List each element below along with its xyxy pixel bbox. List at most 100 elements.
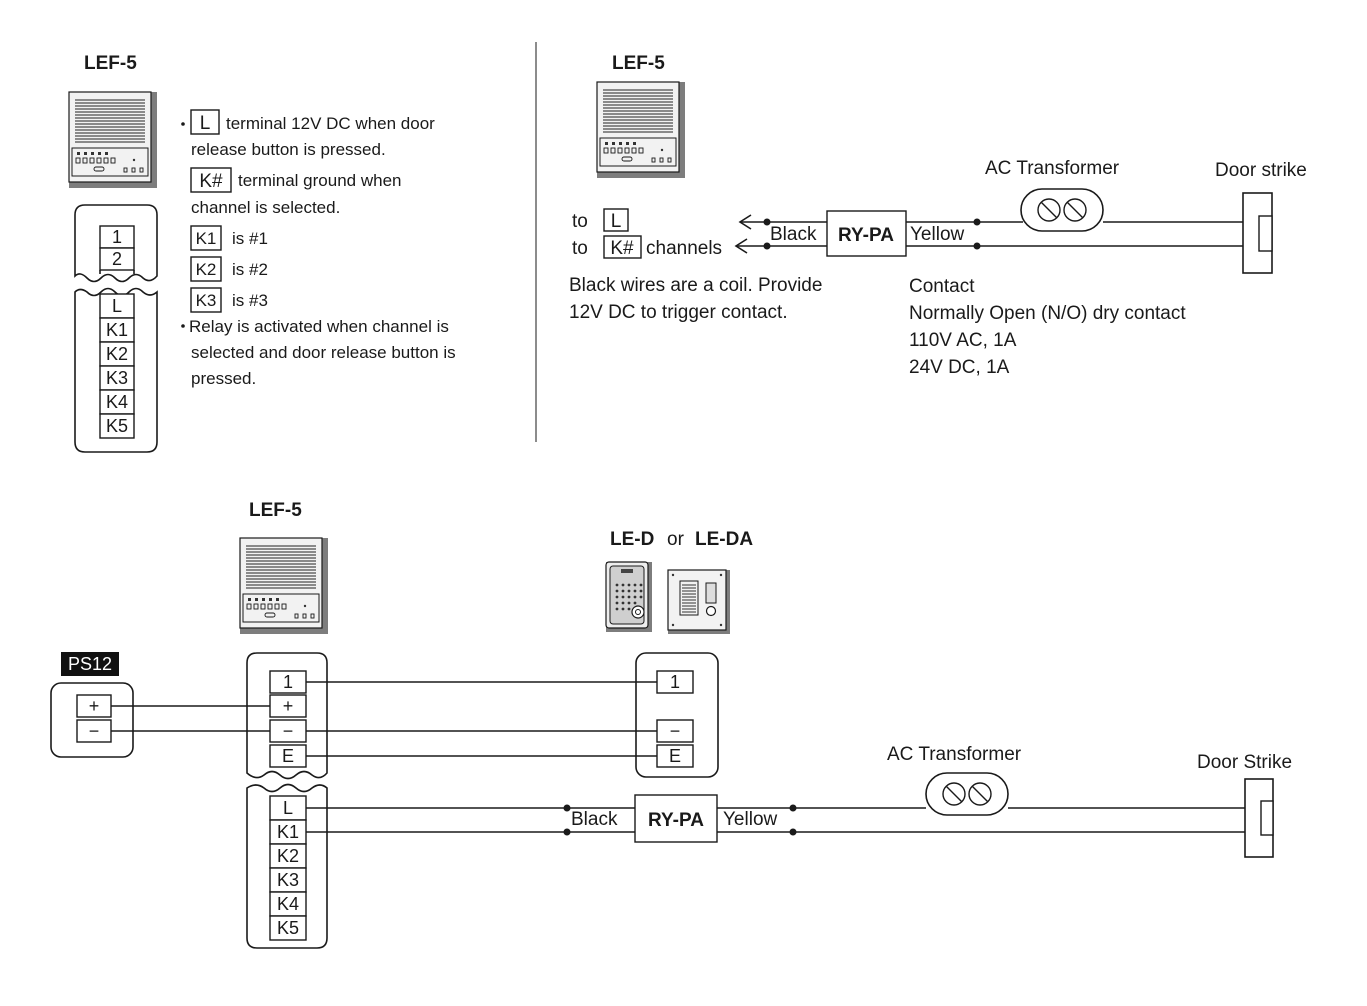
ac-transformer-icon bbox=[925, 772, 1009, 816]
relay-box bbox=[634, 794, 718, 843]
junction-dot bbox=[563, 804, 571, 812]
note-text: is #1 bbox=[232, 229, 268, 248]
terminal-label: K4 bbox=[106, 392, 128, 412]
key-label: L bbox=[200, 113, 211, 134]
lef-terminal-K2 bbox=[269, 843, 307, 869]
ps12-label: PS12 bbox=[68, 654, 112, 674]
door-strike-icon bbox=[1244, 778, 1274, 858]
ac-transformer-icon bbox=[1020, 188, 1104, 232]
relay-label: RY-PA bbox=[838, 225, 894, 246]
key-label: K2 bbox=[196, 260, 217, 279]
key-box-K bbox=[190, 167, 232, 193]
note-text: terminal 12V DC when door bbox=[226, 114, 435, 133]
terminal-block-outline bbox=[246, 652, 328, 780]
to-label: to bbox=[572, 211, 588, 232]
key-box-K1 bbox=[190, 225, 222, 251]
terminal-label: K4 bbox=[277, 894, 299, 914]
terminal-label: K2 bbox=[277, 846, 299, 866]
terminal-L bbox=[99, 293, 135, 319]
terminal-label: − bbox=[670, 721, 681, 741]
door-model-a: LE-D bbox=[610, 529, 654, 550]
terminal-K3 bbox=[99, 365, 135, 391]
terminal-label: K3 bbox=[277, 870, 299, 890]
door-strike-label: Door strike bbox=[1215, 160, 1307, 181]
door-or: or bbox=[667, 529, 685, 550]
terminal-K5 bbox=[99, 413, 135, 439]
terminal-label: K1 bbox=[106, 320, 128, 340]
key-label: K# bbox=[610, 238, 634, 259]
note-text: selected and door release button is bbox=[191, 343, 456, 362]
terminal-K1 bbox=[99, 317, 135, 343]
relay-box bbox=[826, 210, 907, 257]
door-terminal-block bbox=[635, 652, 719, 778]
note-text: channel is selected. bbox=[191, 198, 340, 217]
terminal-2 bbox=[99, 247, 135, 271]
door-station-flush-icon bbox=[667, 569, 730, 634]
lef5-title-top-right: LEF-5 bbox=[612, 53, 665, 74]
key-box-K2 bbox=[190, 256, 222, 282]
bottom-section: LEF-5 LE-D or LE-DA bbox=[50, 500, 1292, 949]
junction-dot bbox=[973, 218, 981, 226]
terminal-label: + bbox=[89, 696, 100, 716]
note-text: is #3 bbox=[232, 291, 268, 310]
arrow-left-icon bbox=[734, 238, 767, 254]
channels-label: channels bbox=[646, 238, 722, 259]
contact-spec: Contact bbox=[909, 276, 975, 297]
terminal-notes: L terminal 12V DC when door release butt… bbox=[181, 109, 456, 388]
contact-spec: 110V AC, 1A bbox=[909, 330, 1017, 351]
wiring-lines bbox=[111, 681, 657, 833]
top-left-section: LEF-5 1 2 L K1 K2 K3 K4 K5 L bbox=[68, 53, 456, 453]
key-box-K bbox=[603, 235, 642, 259]
lef-terminal-K3 bbox=[269, 867, 307, 893]
top-right-section: LEF-5 to L to K# channels Black RY-PA Ye… bbox=[569, 53, 1307, 378]
terminal-label: − bbox=[89, 721, 100, 741]
terminal-label: K3 bbox=[106, 368, 128, 388]
terminal-label: K1 bbox=[277, 822, 299, 842]
junction-dot bbox=[973, 242, 981, 250]
door-model-b: LE-DA bbox=[695, 529, 753, 550]
terminal-label: 1 bbox=[112, 227, 122, 247]
key-label: K# bbox=[199, 171, 223, 192]
note-text: is #2 bbox=[232, 260, 268, 279]
lef-terminal-K4 bbox=[269, 891, 307, 917]
bullet-icon bbox=[181, 324, 185, 328]
key-label: K3 bbox=[196, 291, 217, 310]
coil-note: Black wires are a coil. Provide bbox=[569, 275, 822, 296]
note-text: Relay is activated when channel is bbox=[189, 317, 449, 336]
transformer-label: AC Transformer bbox=[887, 744, 1022, 765]
terminal-label: L bbox=[283, 798, 293, 818]
terminal-label: E bbox=[669, 746, 681, 766]
terminal-label: K5 bbox=[106, 416, 128, 436]
terminal-label: 1 bbox=[670, 672, 680, 692]
key-label: K1 bbox=[196, 229, 217, 248]
terminal-K4 bbox=[99, 389, 135, 415]
coil-note: 12V DC to trigger contact. bbox=[569, 302, 788, 323]
to-label: to bbox=[572, 238, 588, 259]
note-text: pressed. bbox=[191, 369, 256, 388]
bullet-icon bbox=[181, 122, 185, 126]
relay-label: RY-PA bbox=[648, 810, 704, 831]
junction-dot bbox=[789, 828, 797, 836]
terminal-label: 2 bbox=[112, 249, 122, 269]
terminal-label: + bbox=[283, 696, 294, 716]
terminal-label: K5 bbox=[277, 918, 299, 938]
terminal-block-outline-lower bbox=[74, 287, 158, 453]
junction-dot bbox=[563, 828, 571, 836]
key-box-L bbox=[603, 208, 629, 232]
note-text: terminal ground when bbox=[238, 171, 401, 190]
door-station-icon bbox=[605, 561, 652, 632]
ps12-block bbox=[50, 682, 134, 758]
door-strike-icon bbox=[1242, 192, 1273, 274]
terminal-label: 1 bbox=[283, 672, 293, 692]
key-box-K3 bbox=[190, 287, 222, 313]
terminal-label: K2 bbox=[106, 344, 128, 364]
key-label: L bbox=[611, 211, 622, 232]
arrow-left-icon bbox=[738, 214, 767, 230]
terminal-label: L bbox=[112, 296, 122, 316]
terminal-block-outline bbox=[74, 204, 158, 283]
terminal-label: E bbox=[282, 746, 294, 766]
contact-spec: 24V DC, 1A bbox=[909, 357, 1010, 378]
transformer-label: AC Transformer bbox=[985, 158, 1120, 179]
contact-spec: Normally Open (N/O) dry contact bbox=[909, 303, 1186, 324]
yellow-wire-label: Yellow bbox=[910, 224, 965, 245]
